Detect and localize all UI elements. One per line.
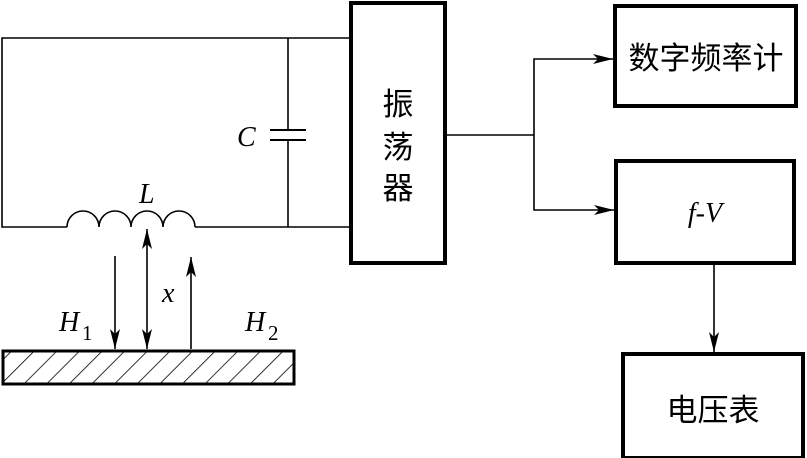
- fv-label-v: V: [705, 198, 725, 229]
- frequency-counter-block: [613, 4, 798, 108]
- inductor-label: L: [138, 179, 155, 210]
- h1-label-subscript: 1: [82, 321, 93, 345]
- fv-label-f: f: [688, 198, 699, 229]
- voltmeter-label: 电压表: [667, 393, 760, 429]
- lc-tank-circuit: [1, 37, 350, 228]
- to-frequency-counter-wire: [533, 54, 613, 135]
- metal-plate: [1, 349, 296, 386]
- h1-label-main: H: [58, 307, 81, 338]
- fv-converter-block: [614, 159, 796, 265]
- h2-label: H 2: [244, 307, 279, 345]
- h2-label-subscript: 2: [268, 321, 279, 345]
- h2-label-main: H: [244, 307, 267, 338]
- oscillator-label-3: 器: [383, 171, 414, 207]
- oscillator-label-2: 荡: [383, 130, 414, 166]
- to-fv-converter-wire: [533, 135, 614, 215]
- distance-label: x: [161, 278, 175, 309]
- inductor-coil: [66, 210, 196, 228]
- tank-top-wire: [1, 37, 350, 228]
- capacitor-label: C: [237, 122, 256, 153]
- oscillator-block: [349, 1, 447, 265]
- oscillator-label-1: 振: [383, 87, 414, 123]
- voltmeter-block: [621, 352, 805, 458]
- frequency-counter-label: 数字频率计: [629, 41, 784, 77]
- fv-label-dash: -: [696, 198, 705, 229]
- h1-label: H 1: [58, 307, 93, 345]
- fv-converter-label: f-V: [688, 198, 725, 229]
